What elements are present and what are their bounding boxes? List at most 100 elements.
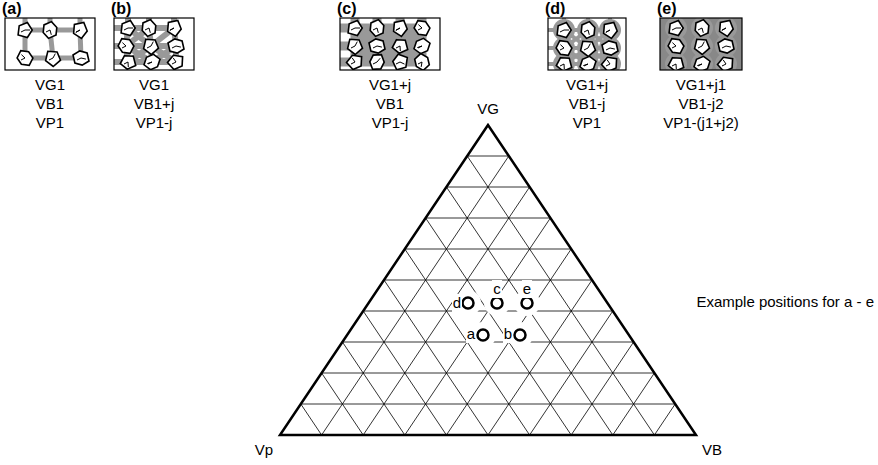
panel-label: (e) xyxy=(657,0,677,18)
grid-line xyxy=(384,280,488,435)
grain xyxy=(720,20,734,36)
grid-line xyxy=(384,280,592,281)
grain-crack xyxy=(698,28,703,33)
grain xyxy=(46,51,61,66)
grain-crack xyxy=(124,28,133,30)
grid-line xyxy=(322,156,509,435)
position-marker xyxy=(478,330,489,341)
panel-frame xyxy=(114,18,194,70)
grain xyxy=(414,38,430,53)
grid-line xyxy=(342,342,404,435)
grain-crack xyxy=(722,60,726,66)
grain-crack xyxy=(606,48,615,50)
grain xyxy=(168,55,183,69)
grain-crack xyxy=(606,60,610,66)
grain xyxy=(695,20,709,37)
binder-halo xyxy=(715,18,737,39)
grain xyxy=(694,56,710,70)
grain-crack xyxy=(584,30,589,35)
binder-halo xyxy=(599,19,621,41)
grain-panel-inner xyxy=(660,18,742,70)
grain xyxy=(118,39,134,54)
grain-crack xyxy=(672,64,676,69)
grain-crack xyxy=(560,45,564,50)
grain-crack xyxy=(698,42,704,48)
grain xyxy=(120,56,135,69)
grain-crack xyxy=(418,62,422,67)
panel-label: (c) xyxy=(337,0,357,18)
grain-crack xyxy=(21,30,30,32)
point-label: c xyxy=(492,280,502,298)
grain-crack xyxy=(351,28,360,30)
grain-panel-inner xyxy=(114,18,184,70)
grain xyxy=(73,51,89,65)
grain-crack xyxy=(147,42,153,48)
point-label: d xyxy=(452,294,462,312)
panel-frame xyxy=(660,18,742,70)
ternary-diagram xyxy=(280,125,696,435)
panel-frame xyxy=(548,18,626,70)
grain-crack xyxy=(373,28,378,33)
volume-expression: VG1 xyxy=(139,76,169,94)
grain xyxy=(121,21,135,36)
grain xyxy=(718,57,733,70)
grain xyxy=(393,54,408,70)
grain-crack xyxy=(351,42,357,48)
position-marker xyxy=(463,298,474,309)
volume-expression: VB1-j2 xyxy=(678,95,723,113)
point-label: e xyxy=(522,280,532,298)
grain xyxy=(168,39,184,53)
grain-panel-inner xyxy=(548,18,621,70)
grain-panel xyxy=(660,17,742,75)
grain-crack xyxy=(21,55,25,60)
volume-expression: VG1+j xyxy=(369,76,411,94)
vertex-label: VG xyxy=(477,100,499,118)
binder-halo xyxy=(577,37,599,59)
grain-crack xyxy=(172,46,181,48)
grain-crack xyxy=(606,30,610,33)
grain xyxy=(668,58,683,70)
grain-crack xyxy=(417,46,422,48)
grain-crack xyxy=(560,30,569,32)
grain-panel xyxy=(548,18,626,75)
grain-crack xyxy=(77,58,86,60)
volume-expression: VB1 xyxy=(36,95,64,113)
grain-crack xyxy=(396,46,400,51)
grain-crack xyxy=(147,62,152,64)
grain-panel xyxy=(5,18,95,70)
grid-line xyxy=(467,156,654,435)
grain xyxy=(602,41,618,55)
binder-halo xyxy=(715,53,737,70)
volume-expression: VB1+j xyxy=(134,95,174,113)
volume-expression: VG1 xyxy=(35,76,65,94)
point-label: a xyxy=(466,325,476,343)
grid-line xyxy=(571,342,633,435)
volume-expression: VP1-j xyxy=(372,114,409,132)
grain xyxy=(695,39,710,54)
binder-halo xyxy=(577,19,599,41)
grain-panel xyxy=(340,18,440,70)
grain-crack xyxy=(396,62,405,64)
grid-line xyxy=(426,218,551,219)
grain-panel-inner xyxy=(17,18,89,67)
grid-line xyxy=(363,187,529,435)
panel-label: (d) xyxy=(545,0,565,18)
grain xyxy=(602,57,617,70)
grain xyxy=(415,54,430,70)
grain xyxy=(369,39,385,53)
grid-line xyxy=(322,373,655,374)
grain xyxy=(74,22,88,38)
grain xyxy=(718,39,734,53)
volume-expression: VP1-j xyxy=(136,114,173,132)
grid-line xyxy=(488,280,592,435)
grain-crack xyxy=(560,64,564,69)
volume-expression: VP1 xyxy=(573,114,601,132)
binder-halo xyxy=(691,35,713,57)
grain-crack xyxy=(170,28,174,31)
position-marker xyxy=(522,298,533,309)
grain xyxy=(604,22,618,38)
grid-line xyxy=(654,404,675,435)
grid-line xyxy=(426,218,572,435)
vertex-label: Vp xyxy=(255,441,273,459)
